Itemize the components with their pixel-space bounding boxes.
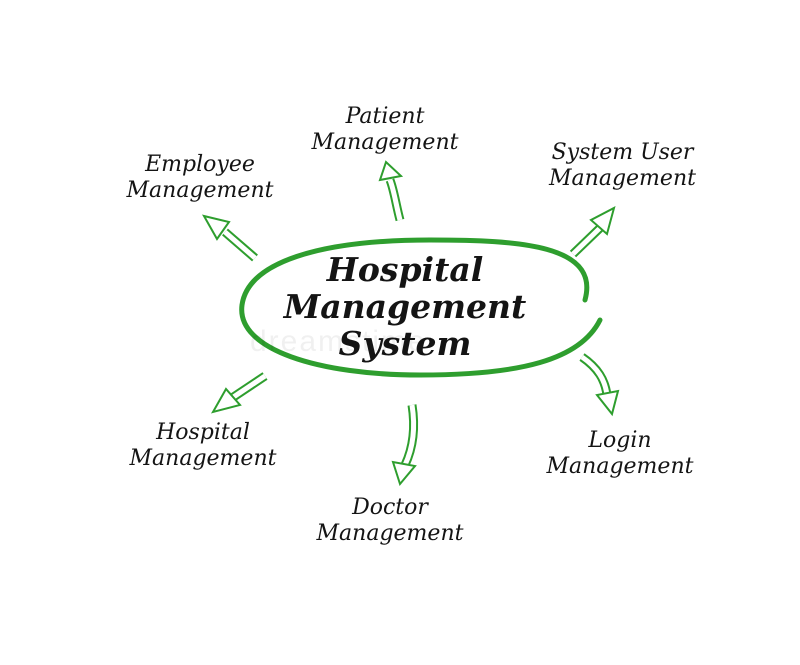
node-employee-line-2: Management — [126, 178, 274, 204]
center-ellipse — [239, 237, 603, 378]
arrow-doctor — [391, 404, 419, 487]
center-line-2: Management — [283, 286, 527, 326]
node-doctor-line-2: Management — [316, 521, 464, 547]
node-employee-line-1: Employee — [145, 152, 255, 177]
node-hospital-line-1: Hospital — [156, 420, 250, 445]
node-doctor-line-1: Doctor — [352, 495, 428, 520]
center-title: Hospital Management System — [270, 250, 540, 363]
node-patient-line-2: Management — [311, 130, 459, 156]
node-login-line-1: Login — [588, 428, 652, 453]
watermark: dreamstime — [250, 325, 427, 358]
node-patient-management: Patient Management — [290, 104, 480, 157]
node-patient-line-1: Patient — [345, 104, 425, 129]
node-system-user-line-1: System User — [551, 140, 694, 165]
arrow-patient — [378, 160, 405, 222]
arrow-system-user — [569, 206, 616, 258]
arrow-employee — [201, 214, 258, 262]
node-doctor-management: Doctor Management — [290, 495, 490, 548]
node-system-user-management: System User Management — [515, 140, 730, 193]
arrow-hospital — [210, 372, 268, 414]
node-system-user-line-2: Management — [549, 166, 696, 192]
center-line-1: Hospital — [326, 250, 484, 289]
center-line-3: System — [338, 323, 472, 363]
node-hospital-management: Hospital Management — [103, 420, 303, 473]
node-employee-management: Employee Management — [105, 152, 295, 205]
node-hospital-line-2: Management — [129, 446, 277, 472]
arrow-login — [579, 353, 620, 417]
node-login-line-2: Management — [546, 454, 694, 480]
node-login-management: Login Management — [520, 428, 720, 481]
